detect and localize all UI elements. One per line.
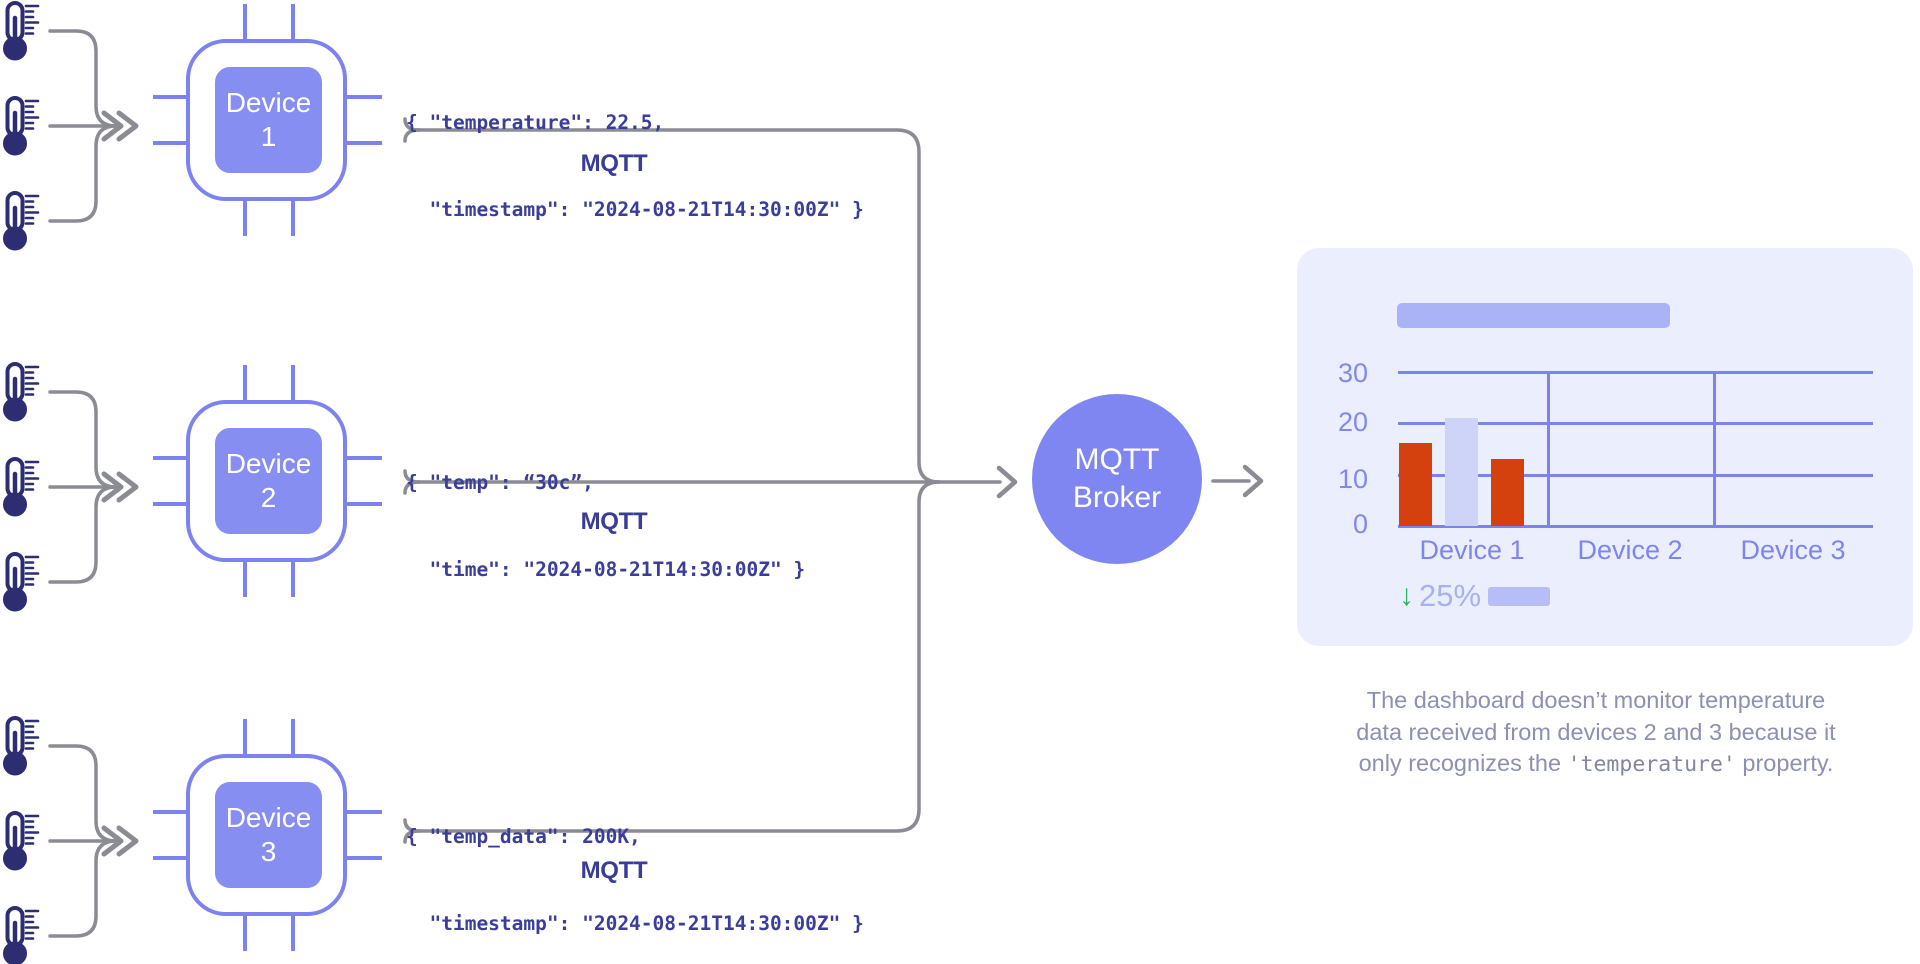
chart-bar xyxy=(1491,458,1524,526)
device-number-line: 2 xyxy=(260,482,277,513)
device-name-line: Device xyxy=(225,448,312,479)
device-number-line: 1 xyxy=(260,121,277,152)
device-2-label: Device 2 xyxy=(215,428,322,534)
device-3-protocol-label: MQTT xyxy=(580,857,648,884)
payload-line: { "temp": “30c”, xyxy=(406,471,594,494)
gridline xyxy=(1398,371,1873,374)
gridline xyxy=(1398,474,1873,477)
mqtt-transport-lines xyxy=(403,117,1264,844)
gridline xyxy=(1713,371,1716,528)
device-1-sensors xyxy=(4,3,136,250)
x-axis-label: Device 2 xyxy=(1577,535,1683,565)
gridline xyxy=(1398,422,1873,425)
x-axis-label: Device 3 xyxy=(1740,535,1846,565)
caption-line: data received from devices 2 and 3 becau… xyxy=(1356,718,1836,745)
payload-line: { "temp_data": 200K, xyxy=(406,825,641,848)
gridline xyxy=(1547,371,1550,528)
y-axis-tick: 0 xyxy=(1352,509,1368,539)
dashboard-title-placeholder xyxy=(1397,303,1670,328)
arrow-down-icon: ↓ xyxy=(1399,579,1414,612)
payload-line: { "temperature": 22.5, xyxy=(406,111,665,134)
device-2-sensors xyxy=(4,364,136,611)
inline-code: 'temperature' xyxy=(1567,752,1736,777)
gridline xyxy=(1398,525,1873,528)
broker-name-line: MQTT xyxy=(1074,443,1160,476)
stat-placeholder-bar xyxy=(1488,586,1551,606)
device-name-line: Device xyxy=(225,802,312,833)
y-axis-tick: 10 xyxy=(1337,464,1368,494)
y-axis-tick: 20 xyxy=(1337,407,1368,437)
chart-bar xyxy=(1445,417,1478,526)
device-3-label: Device 3 xyxy=(215,782,322,888)
device-1-payload: { "temperature": 22.5, "timestamp": "202… xyxy=(406,50,864,282)
broker-name-line: Broker xyxy=(1072,481,1162,514)
caption-line: The dashboard doesn’t monitor temperatur… xyxy=(1366,687,1826,713)
y-axis-tick: 30 xyxy=(1337,358,1368,388)
dashboard-card: 30 20 10 0 Device 1 Device 2 Device 3 ↓ … xyxy=(1297,248,1913,646)
device-1-protocol-label: MQTT xyxy=(580,150,648,177)
stat-value: 25% xyxy=(1419,578,1482,613)
caption-line: only recognizes the 'temperature' proper… xyxy=(1358,750,1834,777)
mqtt-broker-node: MQTT Broker xyxy=(1032,394,1202,564)
device-2-payload: { "temp": “30c”, "time": "2024-08-21T14:… xyxy=(406,410,805,642)
payload-line: "timestamp": "2024-08-21T14:30:00Z" } xyxy=(406,198,864,221)
payload-line: "time": "2024-08-21T14:30:00Z" } xyxy=(406,558,806,581)
device-name-line: Device xyxy=(225,87,312,118)
chart-bar xyxy=(1399,443,1432,526)
payload-line: "timestamp": "2024-08-21T14:30:00Z" } xyxy=(406,912,864,935)
bar-chart-plot-area xyxy=(1398,371,1873,528)
device-number-line: 3 xyxy=(260,836,277,867)
arrow-right-icon xyxy=(1242,464,1264,498)
dashboard-caption: The dashboard doesn’t monitor temperatur… xyxy=(1283,685,1909,781)
device-2-protocol-label: MQTT xyxy=(580,508,648,535)
device-3-sensors xyxy=(4,718,136,964)
arrow-right-icon xyxy=(996,465,1018,499)
device-1-label: Device 1 xyxy=(215,67,322,173)
stat-row: ↓ 25% xyxy=(1399,578,1551,614)
device-3-payload: { "temp_data": 200K, "timestamp": "2024-… xyxy=(406,764,864,964)
x-axis-label: Device 1 xyxy=(1419,535,1525,565)
